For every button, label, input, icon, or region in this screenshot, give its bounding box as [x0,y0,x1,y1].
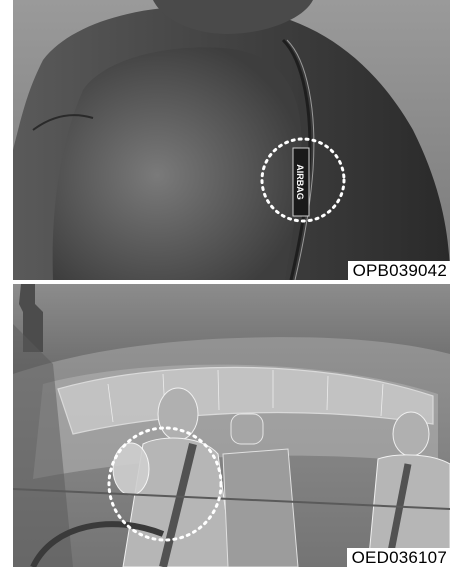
seat-airbag-illustration: AIRBAG OPB039042 [13,0,450,280]
seat-airbag-drawing: AIRBAG [13,0,450,280]
front-seat-back [223,449,298,567]
front-headrest [231,414,263,444]
figure-code-label: OED036107 [347,548,450,567]
curtain-airbag-illustration: OED036107 [13,284,450,567]
airbag-tag: AIRBAG [293,148,309,216]
curtain-airbag-drawing [13,284,450,567]
seat-back-cushion [53,47,302,280]
figure-code-label: OPB039042 [348,261,450,280]
airbag-tag-text: AIRBAG [295,164,305,200]
